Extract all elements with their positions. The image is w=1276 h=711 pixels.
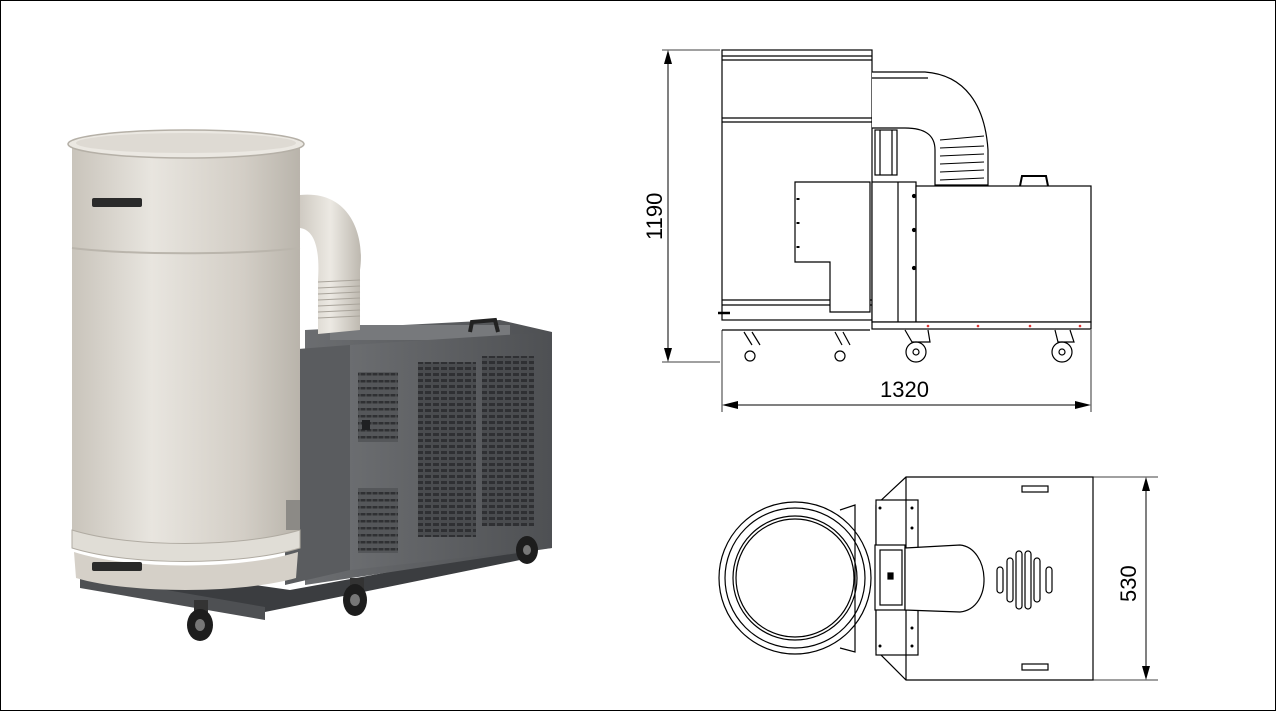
caster-wheel — [516, 536, 538, 564]
drum-latch — [286, 500, 300, 530]
height-dimension-label: 1190 — [642, 193, 667, 240]
caster-wheel-drawing — [743, 331, 761, 362]
industrial-vacuum-icon — [67, 129, 552, 641]
lower-drum-handle — [92, 562, 142, 571]
drum-bottom-rim — [71, 529, 301, 562]
caster-wheel-drawing — [834, 331, 851, 362]
caster-wheel-drawing — [1051, 329, 1075, 363]
top-view-drawing-icon — [718, 476, 1158, 681]
side-view-drawing-icon — [662, 49, 1092, 412]
caster-wheel — [343, 578, 367, 616]
collection-drum — [72, 148, 300, 557]
upper-drum-handle — [92, 198, 142, 207]
width-dimension-label: 530 — [1116, 565, 1141, 602]
length-dimension-label: 1320 — [880, 377, 929, 402]
drum-base — [74, 552, 298, 590]
caster-wheel-drawing — [904, 329, 931, 363]
vent-slots-lower — [358, 488, 398, 553]
grille-right — [482, 356, 534, 526]
grille-left — [418, 362, 476, 537]
air-duct — [300, 194, 361, 334]
vent-slots-upper — [358, 372, 398, 442]
caster-wheel — [187, 600, 213, 641]
top-handle — [468, 317, 500, 333]
cabinet-side-panel — [285, 345, 350, 585]
switch — [362, 420, 370, 430]
